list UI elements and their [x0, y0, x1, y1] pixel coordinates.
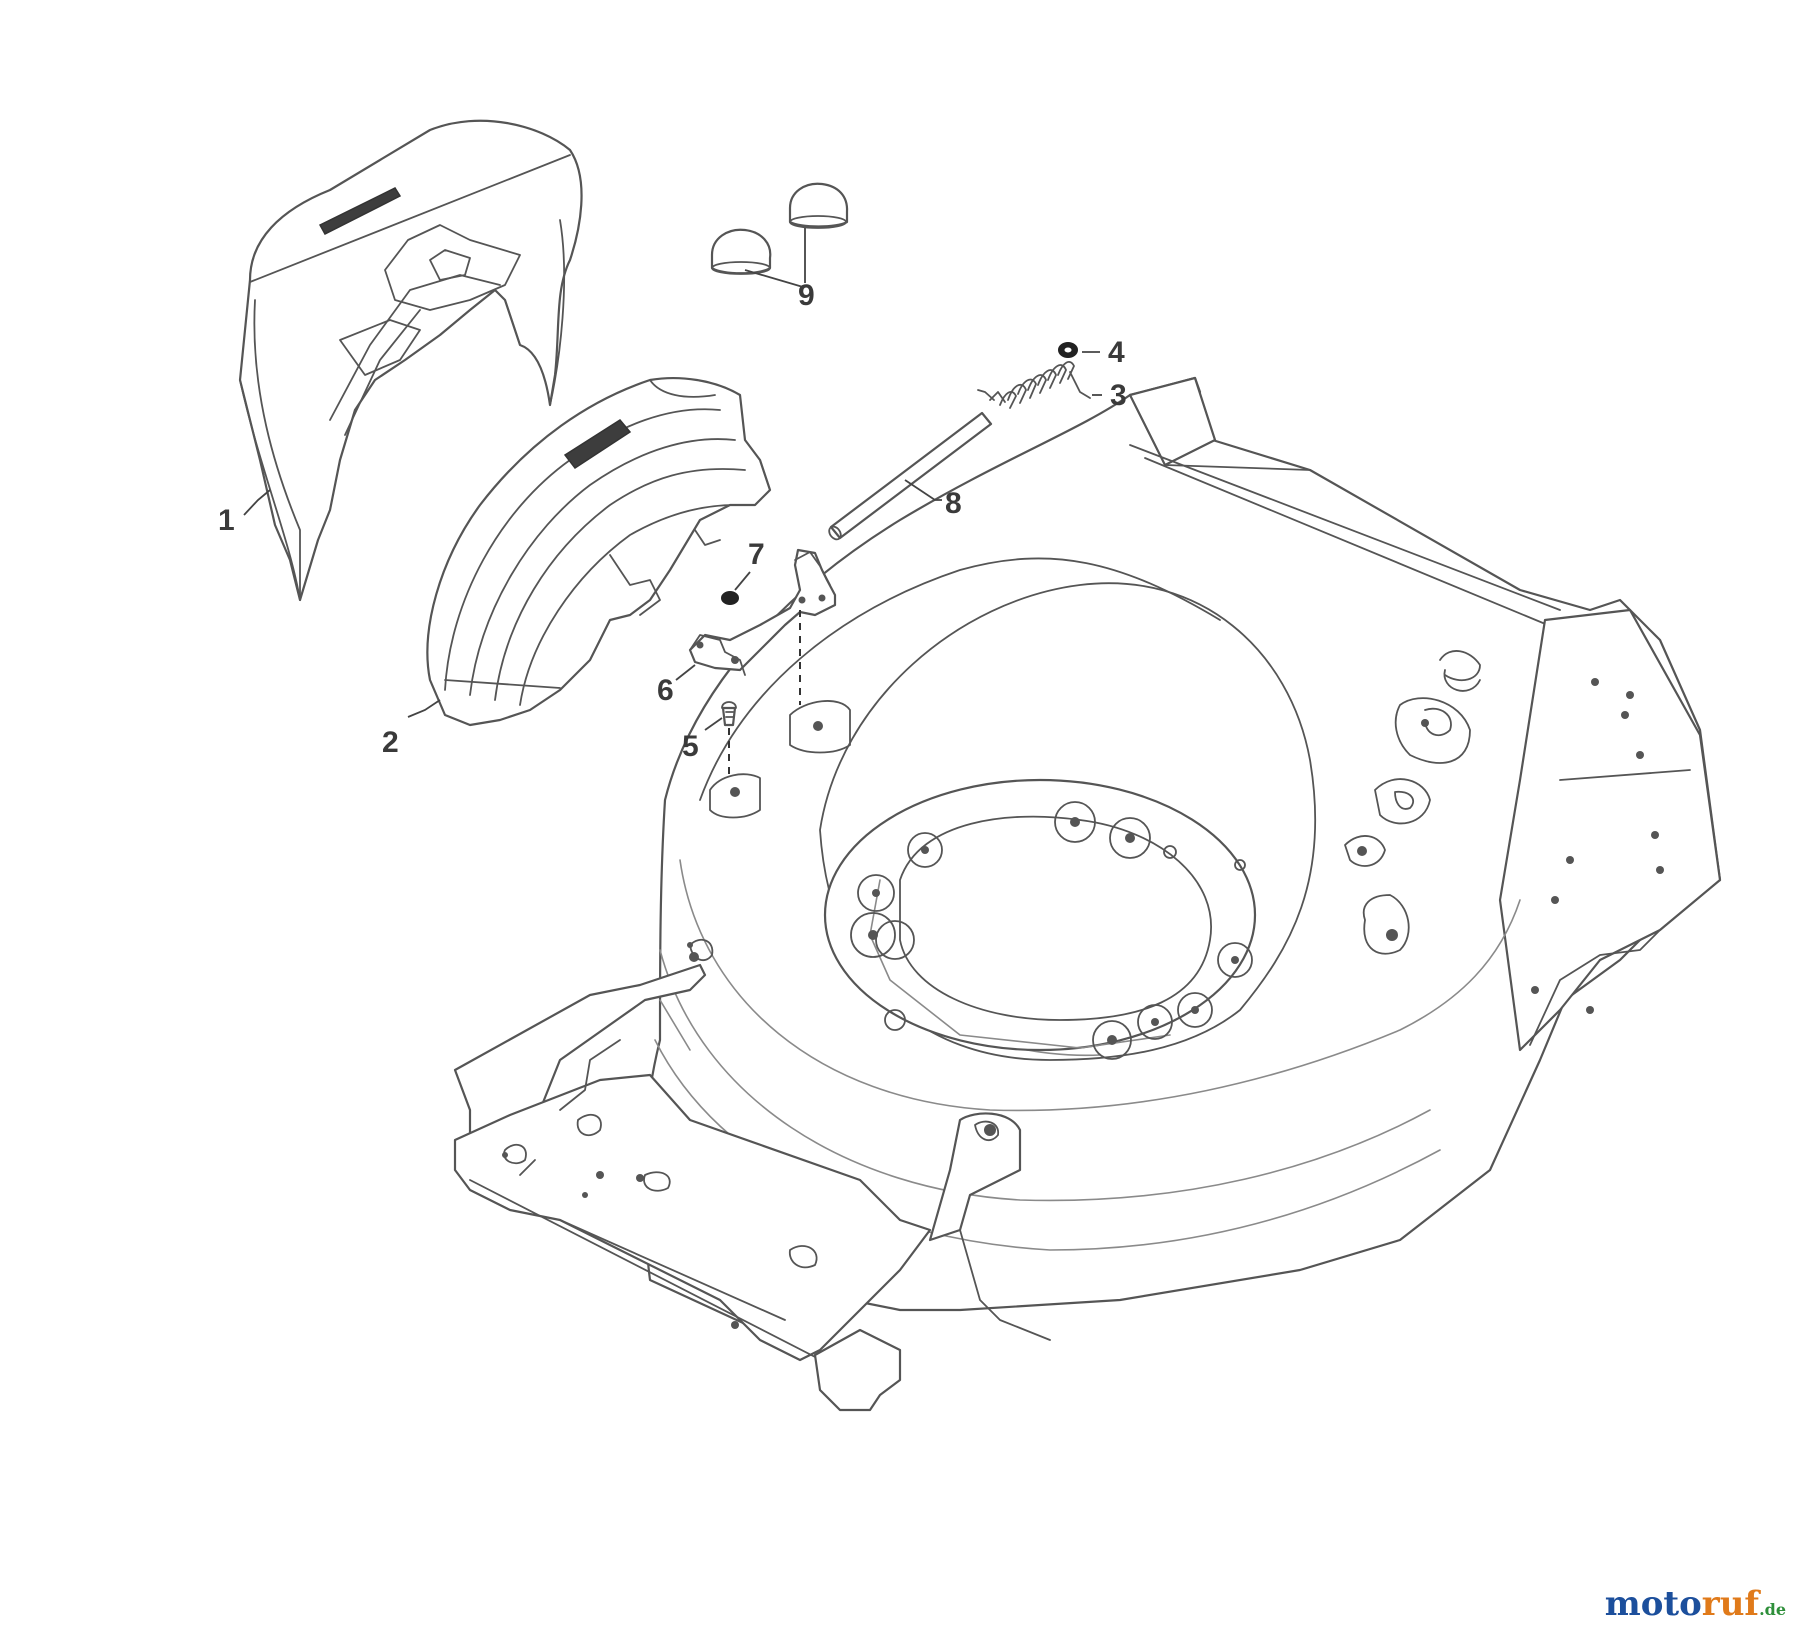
callout-2: 2	[382, 726, 399, 759]
screw-part	[704, 701, 737, 780]
callout-9: 9	[798, 279, 815, 312]
rear-flap-part	[407, 377, 772, 727]
rear-cover-part	[238, 119, 583, 602]
cap-parts	[710, 182, 849, 288]
callout-1: 1	[218, 504, 235, 537]
mower-deck-icon	[453, 376, 1722, 1412]
callout-4: 4	[1108, 336, 1125, 369]
bracket-part	[675, 548, 837, 705]
watermark-brand-b: ruf	[1701, 1584, 1760, 1624]
site-watermark: motoruf.de	[1605, 1584, 1786, 1624]
torsion-spring-part	[977, 361, 1102, 409]
callout-5: 5	[682, 730, 699, 763]
callout-6: 6	[657, 674, 674, 707]
clip-part	[1058, 342, 1100, 358]
callout-3: 3	[1110, 379, 1127, 412]
nut-part	[721, 571, 751, 605]
watermark-brand-a: moto	[1604, 1584, 1702, 1624]
callout-7: 7	[748, 538, 765, 571]
callout-8: 8	[945, 487, 962, 520]
hinge-rod-part	[828, 411, 993, 541]
watermark-tld: .de	[1759, 1600, 1786, 1619]
